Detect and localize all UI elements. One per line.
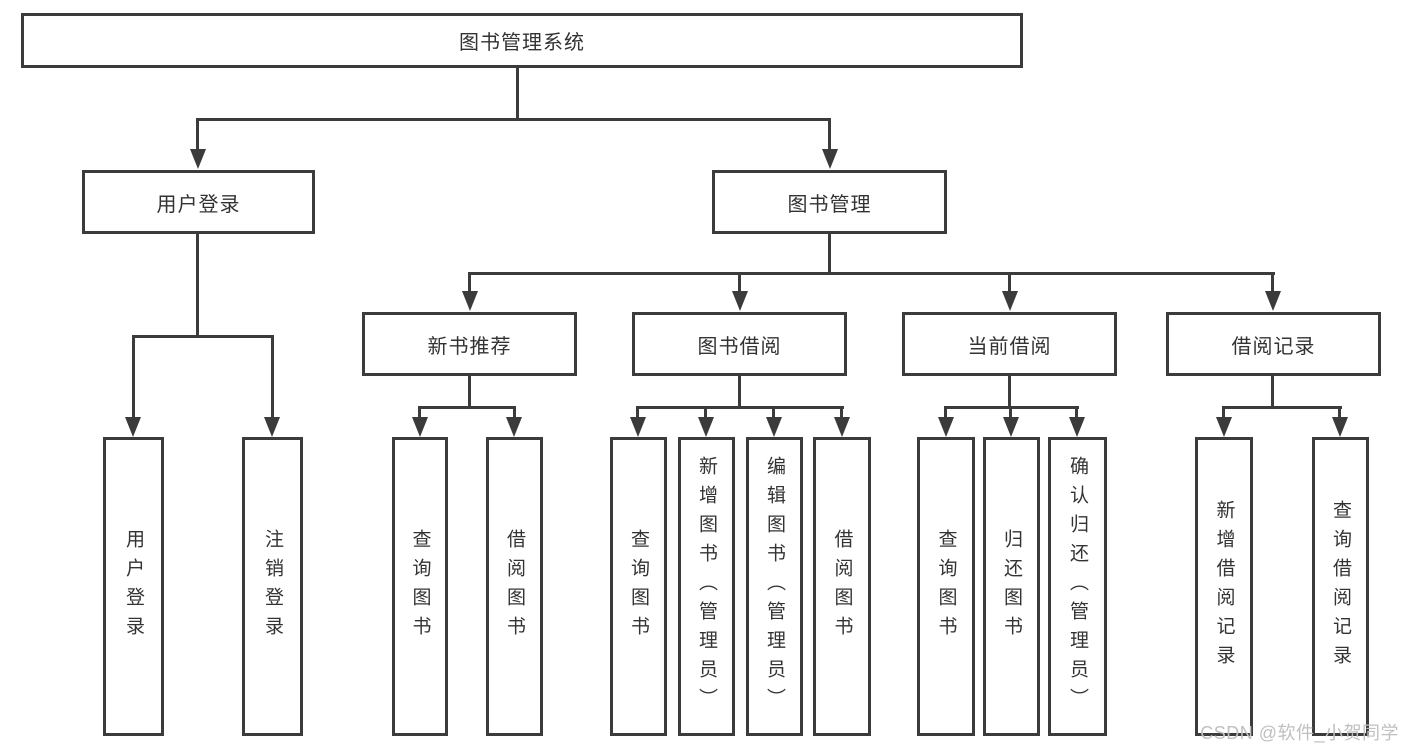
connector (468, 272, 471, 294)
node-user-login-label: 用户登录 (156, 193, 241, 216)
node-new-book-recommend: 新书推荐 (362, 312, 577, 376)
node-borrow-records: 借阅记录 (1166, 312, 1381, 376)
connector (636, 406, 639, 419)
connector (132, 335, 274, 338)
connector (468, 376, 471, 406)
connector (944, 406, 947, 419)
connector (271, 335, 274, 419)
connector (1075, 406, 1078, 419)
arrowhead-down-icon (125, 417, 141, 437)
node-user-login: 用户登录 (82, 170, 315, 234)
connector (738, 272, 741, 294)
node-root-label: 图书管理系统 (459, 32, 585, 54)
arrowhead-down-icon (462, 291, 478, 311)
connector (418, 406, 421, 419)
connector (840, 406, 843, 419)
leaf-edit-book-admin: 编辑图书（管理员） (746, 437, 803, 736)
arrowhead-down-icon (1216, 417, 1232, 437)
connector (1223, 406, 1342, 409)
connector (637, 406, 844, 409)
connector (1008, 376, 1011, 406)
arrowhead-down-icon (822, 149, 838, 169)
connector (1271, 272, 1274, 294)
connector (132, 335, 135, 419)
leaf-logout: 注销登录 (242, 437, 303, 736)
arrowhead-down-icon (1069, 417, 1085, 437)
connector (196, 234, 199, 335)
connector (196, 118, 831, 121)
connector (1008, 272, 1011, 294)
connector (1338, 406, 1341, 419)
connector (828, 118, 831, 151)
leaf-add-book-admin: 新增图书（管理员） (678, 437, 735, 736)
arrowhead-down-icon (630, 417, 646, 437)
leaf-user-login: 用户登录 (103, 437, 164, 736)
leaf-confirm-return-admin: 确认归还（管理员） (1048, 437, 1107, 736)
leaf-logout-label: 注销登录 (262, 528, 283, 645)
arrowhead-down-icon (732, 291, 748, 311)
leaf-query-borrow-record-label: 查询借阅记录 (1330, 499, 1351, 674)
leaf-query-books-recommend: 查询图书 (392, 437, 448, 736)
arrowhead-down-icon (766, 417, 782, 437)
leaf-return-books-label: 归还图书 (1001, 528, 1022, 645)
node-root: 图书管理系统 (21, 13, 1023, 68)
arrowhead-down-icon (264, 417, 280, 437)
connector (468, 272, 1275, 275)
leaf-query-books-borrow-label: 查询图书 (628, 528, 649, 645)
leaf-borrow-books-recommend-label: 借阅图书 (504, 528, 525, 645)
leaf-query-books-recommend-label: 查询图书 (409, 528, 431, 645)
connector (196, 118, 199, 151)
leaf-edit-book-admin-label: 编辑图书（管理员） (764, 456, 785, 717)
leaf-add-borrow-record: 新增借阅记录 (1195, 437, 1253, 736)
leaf-query-books-borrow: 查询图书 (610, 437, 667, 736)
connector (419, 406, 516, 409)
connector (1271, 376, 1274, 406)
connector (738, 376, 741, 406)
leaf-borrow-books-recommend: 借阅图书 (486, 437, 543, 736)
leaf-return-books: 归还图书 (983, 437, 1040, 736)
node-book-borrow-label: 图书借阅 (697, 335, 782, 358)
leaf-add-book-admin-label: 新增图书（管理员） (696, 456, 717, 717)
connector (516, 68, 519, 118)
node-book-management: 图书管理 (712, 170, 947, 234)
leaf-query-borrow-record: 查询借阅记录 (1312, 437, 1369, 736)
arrowhead-down-icon (834, 417, 850, 437)
connector (1009, 406, 1012, 419)
node-borrow-records-label: 借阅记录 (1231, 335, 1316, 358)
leaf-user-login-label: 用户登录 (123, 528, 144, 645)
connector (772, 406, 775, 419)
connector (513, 406, 516, 419)
leaf-borrow-books: 借阅图书 (813, 437, 871, 736)
leaf-add-borrow-record-label: 新增借阅记录 (1213, 499, 1235, 674)
connector (945, 406, 1079, 409)
arrowhead-down-icon (698, 417, 714, 437)
arrowhead-down-icon (1265, 291, 1281, 311)
node-current-borrow: 当前借阅 (902, 312, 1117, 376)
arrowhead-down-icon (1332, 417, 1348, 437)
connector (1222, 406, 1225, 419)
arrowhead-down-icon (506, 417, 522, 437)
connector (704, 406, 707, 419)
leaf-query-books-current: 查询图书 (917, 437, 975, 736)
arrowhead-down-icon (938, 417, 954, 437)
arrowhead-down-icon (1002, 291, 1018, 311)
arrowhead-down-icon (190, 149, 206, 169)
arrowhead-down-icon (412, 417, 428, 437)
arrowhead-down-icon (1003, 417, 1019, 437)
csdn-watermark: CSDN @软件_小贺同学 (1200, 723, 1399, 743)
node-new-book-recommend-label: 新书推荐 (427, 335, 512, 358)
node-book-management-label: 图书管理 (787, 193, 872, 216)
leaf-confirm-return-admin-label: 确认归还（管理员） (1067, 456, 1088, 717)
connector (828, 234, 831, 272)
node-current-borrow-label: 当前借阅 (967, 335, 1052, 358)
node-book-borrow: 图书借阅 (632, 312, 847, 376)
leaf-borrow-books-label: 借阅图书 (831, 528, 853, 645)
leaf-query-books-current-label: 查询图书 (935, 528, 957, 645)
